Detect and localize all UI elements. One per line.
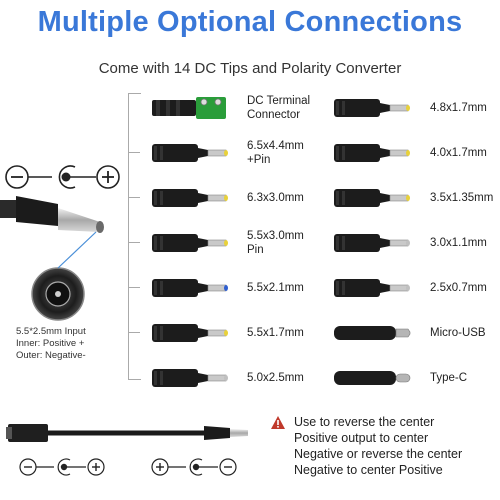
tip-label: 4.0x1.7mm	[430, 146, 487, 160]
tip-size-note: Connector	[247, 109, 301, 121]
tip-size: 4.8x1.7mm	[430, 102, 487, 114]
tip-size: Micro-USB	[430, 327, 486, 339]
barrel-tip-icon	[152, 369, 228, 387]
polarity-converter-cable	[6, 424, 248, 442]
converter-note: Use to reverse the center Positive outpu…	[294, 414, 462, 478]
dc-terminal-icon	[152, 97, 226, 119]
tip-size: 6.5x4.4mm	[247, 140, 304, 152]
converter-note-line: Negative or reverse the center	[294, 447, 463, 461]
page-title: Multiple Optional Connections	[37, 6, 463, 38]
tip-size: 5.5x2.1mm	[247, 282, 304, 294]
polarity-symbol-icon	[5, 165, 120, 189]
barrel-tip-icon	[152, 324, 228, 342]
tip-label: 3.5x1.35mm	[430, 191, 493, 205]
tip-size: DC Terminal	[247, 95, 311, 107]
barrel-tip-icon	[334, 189, 410, 207]
plug-spec: 5.5*2.5mm Input	[16, 326, 86, 337]
converter-note-line: Positive output to center	[294, 431, 429, 445]
tip-label: 2.5x0.7mm	[430, 281, 487, 295]
tip-size: 4.0x1.7mm	[430, 147, 487, 159]
page-subtitle: Come with 14 DC Tips and Polarity Conver…	[98, 60, 402, 77]
tip-label: 5.0x2.5mm	[247, 371, 304, 385]
tip-label: 6.3x3.0mm	[247, 191, 304, 205]
barrel-tip-icon	[334, 234, 410, 252]
barrel-tip-icon	[152, 144, 228, 162]
tip-label: Micro-USB	[430, 326, 486, 340]
tip-label: Type-C	[430, 371, 467, 385]
tip-size: 5.0x2.5mm	[247, 372, 304, 384]
tip-label: 3.0x1.1mm	[430, 236, 487, 250]
bracket-tick	[128, 242, 140, 243]
tip-size: 5.5x3.0mm	[247, 230, 304, 242]
tip-label: 6.5x4.4mm +Pin	[247, 139, 304, 167]
plug-outer: Outer: Negative-	[16, 350, 86, 361]
barrel-tip-icon	[152, 279, 228, 297]
tip-size: 3.5x1.35mm	[430, 192, 494, 204]
barrel-tip-icon	[334, 279, 410, 297]
micro-usb-tip-icon	[334, 326, 411, 340]
warning-icon	[271, 416, 285, 429]
tip-size: 6.3x3.0mm	[247, 192, 304, 204]
polarity-symbol-icon	[19, 458, 105, 476]
bracket-tick	[128, 287, 140, 288]
bracket-tick	[128, 332, 140, 333]
tip-size: 5.5x1.7mm	[247, 327, 304, 339]
dc-plug-image	[0, 196, 104, 321]
barrel-tip-icon	[334, 144, 410, 162]
tip-size: Type-C	[430, 372, 468, 384]
tip-size: 2.5x0.7mm	[430, 282, 487, 294]
tip-size-note: +Pin	[247, 154, 271, 166]
type-c-tip-icon	[334, 371, 411, 385]
converter-note-line: Negative to center Positive	[294, 463, 443, 477]
bracket-tick	[128, 152, 140, 153]
converter-note-line: Use to reverse the center	[294, 415, 435, 429]
tip-size: 3.0x1.1mm	[430, 237, 487, 249]
plug-inner: Inner: Positive +	[16, 338, 85, 349]
barrel-tip-icon	[334, 99, 410, 117]
tip-size-note: Pin	[247, 244, 264, 256]
tip-label: 5.5x2.1mm	[247, 281, 304, 295]
bracket-tick	[128, 197, 140, 198]
tips-bracket	[128, 93, 141, 380]
barrel-tip-icon	[152, 234, 228, 252]
barrel-tip-icon	[152, 189, 228, 207]
tip-label: 4.8x1.7mm	[430, 101, 487, 115]
polarity-symbol-icon	[151, 458, 237, 476]
tip-label: 5.5x1.7mm	[247, 326, 304, 340]
